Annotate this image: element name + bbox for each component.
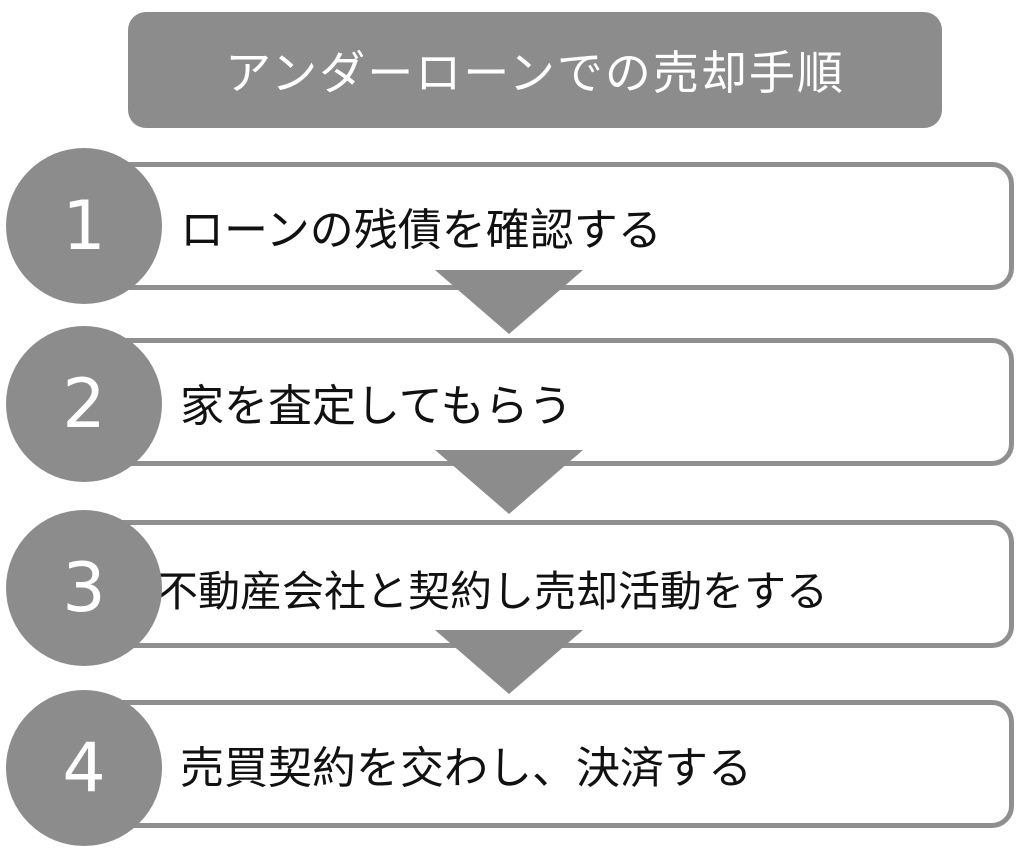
step-number-circle-2: 2 <box>6 326 162 482</box>
step-number-circle-1: 1 <box>6 148 162 304</box>
step-text-4: 売買契約を交わし、決済する <box>180 743 752 794</box>
page-title: アンダーローンでの売却手順 <box>225 46 845 100</box>
step-text-2: 家を査定してもらう <box>180 381 573 432</box>
title-banner: アンダーローンでの売却手順 <box>128 12 942 128</box>
down-arrow-icon-2 <box>435 450 583 514</box>
step-number-3: 3 <box>62 548 106 628</box>
step-text-3: 不動産会社と契約し売却活動をする <box>156 566 829 616</box>
step-number-1: 1 <box>62 186 106 266</box>
step-number-2: 2 <box>62 364 106 444</box>
step-text-1: ローンの残債を確認する <box>180 205 662 256</box>
step-number-circle-4: 4 <box>6 690 162 846</box>
down-arrow-icon-3 <box>435 630 583 694</box>
down-arrow-icon-1 <box>435 270 583 334</box>
step-number-circle-3: 3 <box>6 510 162 666</box>
step-box-3 <box>96 520 1014 648</box>
step-number-4: 4 <box>62 728 106 808</box>
